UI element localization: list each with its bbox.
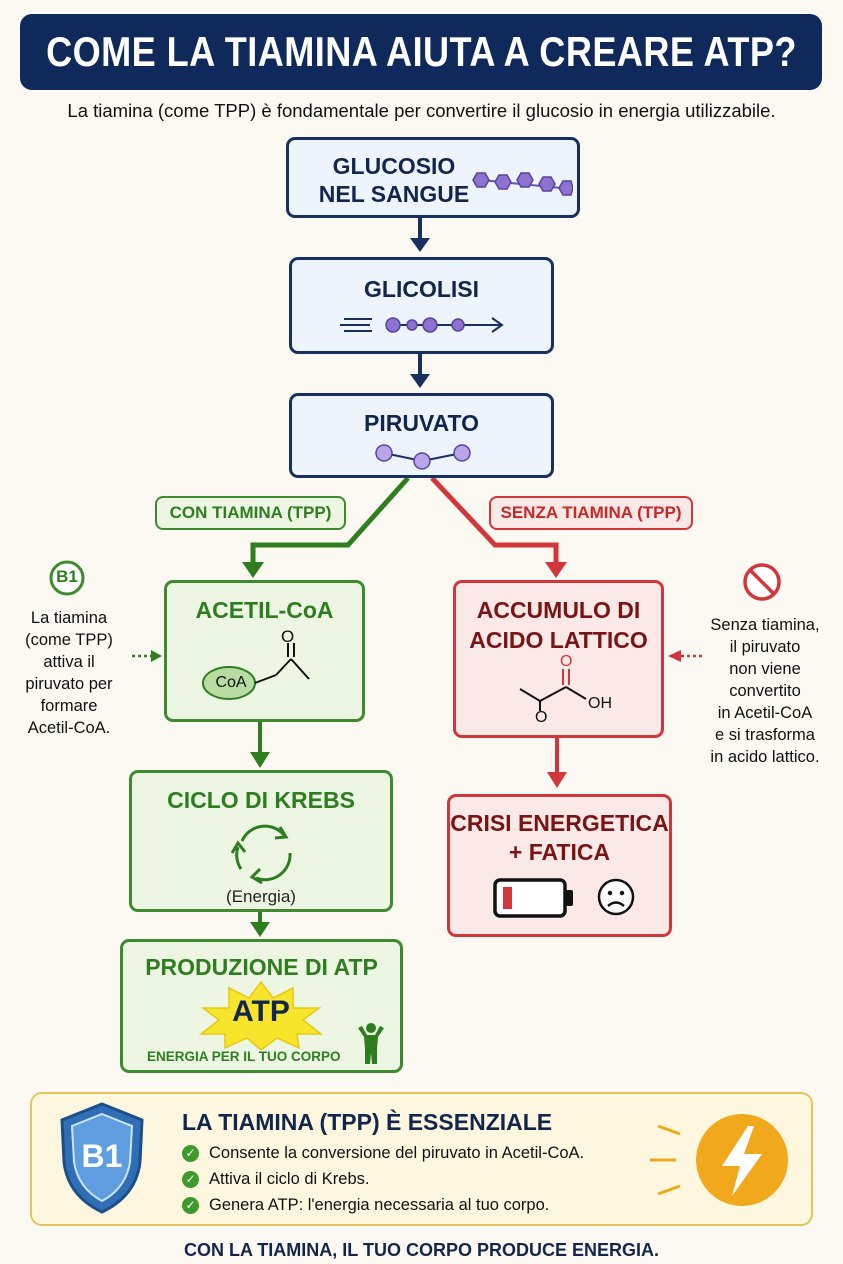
essential-item-text: Attiva il ciclo di Krebs. bbox=[209, 1170, 370, 1188]
essential-item: ✓ Genera ATP: l'energia necessaria al tu… bbox=[182, 1196, 549, 1215]
atp-production-label: PRODUZIONE DI ATP bbox=[145, 954, 378, 980]
pyruvate-label: PIRUVATO bbox=[363, 410, 479, 436]
sad-face-icon bbox=[597, 878, 635, 916]
glycolysis-box: GLICOLISI bbox=[289, 257, 554, 354]
atp-production-box: PRODUZIONE DI ATP ATP ENERGIA PER IL TUO… bbox=[120, 939, 403, 1073]
bottom-tagline: CON LA TIAMINA, IL TUO CORPO PRODUCE ENE… bbox=[183, 1240, 659, 1260]
atp-caption: ENERGIA PER IL TUO CORPO bbox=[147, 1049, 341, 1064]
left-note: La tiamina (come TPP) attiva il piruvato… bbox=[25, 609, 113, 737]
right-note: Senza tiamina, il piruvato non viene con… bbox=[710, 616, 820, 766]
pyruvate-box: PIRUVATO bbox=[289, 393, 554, 478]
b1-badge-text: B1 bbox=[56, 567, 78, 586]
arrow-glycolysis-pyruvate bbox=[410, 354, 430, 388]
glucose-box: GLUCOSIO NEL SANGUE bbox=[286, 137, 580, 218]
atp-burst-icon bbox=[198, 980, 324, 1050]
essential-item-text: Consente la conversione del piruvato in … bbox=[209, 1144, 585, 1162]
lactic-oxygen-top: O bbox=[560, 653, 573, 670]
arrow-lactic-crisis bbox=[547, 738, 567, 788]
shield-b1-text: B1 bbox=[81, 1138, 123, 1174]
glycolysis-motion-icon bbox=[340, 317, 504, 333]
essential-panel: B1 LA TIAMINA (TPP) È ESSENZIALE ✓ Conse… bbox=[30, 1092, 813, 1226]
title-banner: COME LA TIAMINA AIUTA A CREARE ATP? bbox=[20, 14, 822, 90]
check-icon: ✓ bbox=[182, 1197, 199, 1214]
glycolysis-label: GLICOLISI bbox=[364, 276, 479, 302]
arrow-acetyl-krebs bbox=[250, 722, 270, 768]
essential-item: ✓ Consente la conversione del piruvato i… bbox=[182, 1144, 584, 1163]
krebs-cycle-box: CICLO DI KREBS (Energia) bbox=[129, 770, 393, 912]
essential-item-text: Genera ATP: l'energia necessaria al tuo … bbox=[209, 1196, 550, 1214]
glucose-label: GLUCOSIO NEL SANGUE bbox=[318, 153, 470, 207]
cycle-arrows-icon bbox=[230, 824, 292, 885]
krebs-cycle-label: CICLO DI KREBS bbox=[167, 787, 355, 813]
atp-text: ATP bbox=[232, 995, 290, 1028]
check-icon: ✓ bbox=[182, 1171, 199, 1188]
acetyl-coa-box: ACETIL-CoA CoA O bbox=[164, 580, 365, 722]
page-title: COME LA TIAMINA AIUTA A CREARE ATP? bbox=[45, 28, 797, 75]
note-arrow-right bbox=[668, 650, 702, 662]
prohibited-icon bbox=[743, 563, 781, 601]
without-thiamine-label: SENZA TIAMINA (TPP) bbox=[489, 496, 693, 530]
arrow-branch-without-thiamine bbox=[430, 476, 567, 578]
b1-badge-icon bbox=[49, 560, 85, 596]
low-battery-icon bbox=[493, 878, 573, 918]
check-icon: ✓ bbox=[182, 1145, 199, 1162]
note-arrow-left bbox=[132, 650, 162, 662]
lactic-acid-structure-icon bbox=[519, 669, 587, 711]
hydroxyl-label: OH bbox=[588, 695, 612, 712]
lactic-acid-label: ACCUMULO DI ACIDO LATTICO bbox=[469, 597, 648, 653]
b1-shield-icon bbox=[60, 1102, 144, 1214]
with-thiamine-label: CON TIAMINA (TPP) bbox=[155, 496, 346, 530]
acetyl-coa-label: ACETIL-CoA bbox=[195, 597, 334, 623]
lactic-acid-box: ACCUMULO DI ACIDO LATTICO O OH O bbox=[453, 580, 664, 738]
energy-crisis-box: CRISI ENERGETICA + FATICA bbox=[447, 794, 672, 937]
pyruvate-molecule-icon bbox=[375, 444, 471, 470]
essential-item: ✓ Attiva il ciclo di Krebs. bbox=[182, 1170, 369, 1189]
energia-label: (Energia) bbox=[226, 887, 296, 906]
acetyl-coa-structure-icon bbox=[202, 643, 310, 700]
energized-person-icon bbox=[358, 1023, 384, 1064]
arrow-krebs-atp bbox=[250, 912, 270, 937]
arrow-branch-with-thiamine bbox=[242, 476, 410, 578]
arrow-glucose-glycolysis bbox=[410, 218, 430, 252]
glucose-chain-icon bbox=[472, 172, 573, 196]
lactic-oxygen-bottom: O bbox=[535, 709, 548, 726]
carbonyl-oxygen: O bbox=[281, 627, 295, 646]
subtitle: La tiamina (come TPP) è fondamentale per… bbox=[67, 100, 776, 121]
coa-label: CoA bbox=[215, 674, 247, 691]
essential-title: LA TIAMINA (TPP) È ESSENZIALE bbox=[182, 1109, 553, 1135]
lightning-bolt-icon bbox=[650, 1114, 788, 1206]
energy-crisis-label: CRISI ENERGETICA + FATICA bbox=[450, 810, 669, 865]
